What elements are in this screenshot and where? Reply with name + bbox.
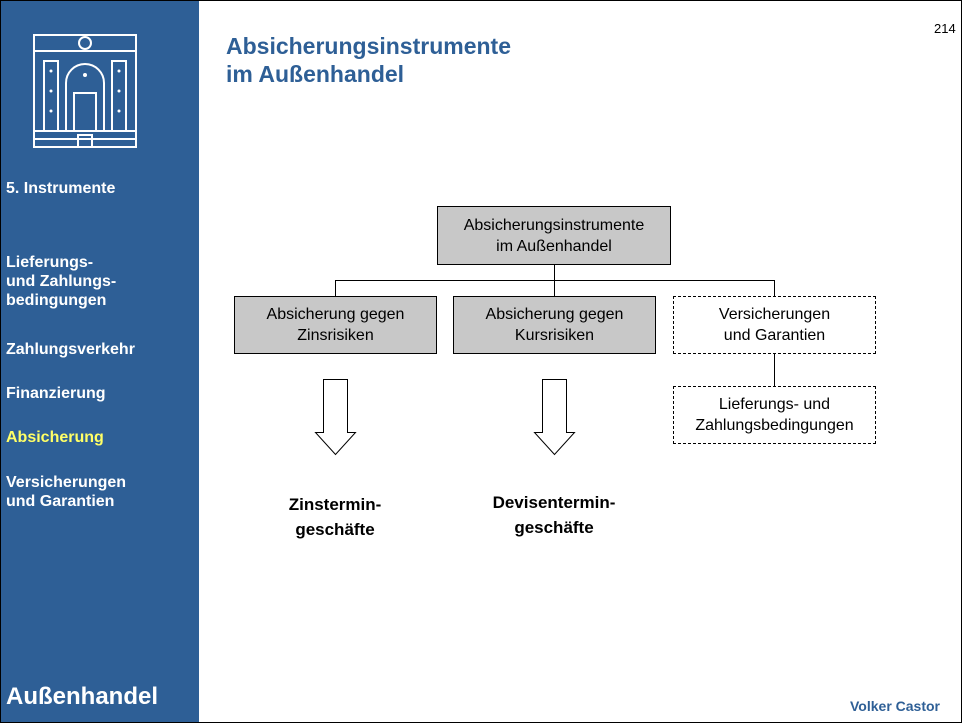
brand-label: Außenhandel [6, 683, 159, 710]
nav-item-instrumente[interactable]: 5. Instrumente [6, 180, 116, 197]
versicherungen-box: Versicherungen und Garantien [673, 296, 876, 354]
lieferungsbedingungen-box: Lieferungs- und Zahlungsbedingungen [673, 386, 876, 444]
nav-item-lieferungs-und-zahlungsbedingungen[interactable]: Lieferungs- und Zahlungs- bedingungen [6, 254, 117, 309]
page-number: 214 [934, 21, 956, 36]
arrow-down-devisen [533, 379, 576, 456]
arrow-down-zins [314, 379, 357, 456]
page-title: Absicherungsinstrumente im Außenhandel [226, 33, 511, 87]
building-facade-icon [33, 34, 137, 148]
diagram-root-box: Absicherungsinstrumente im Außenhandel [437, 206, 671, 265]
author-label: Volker Castor [850, 698, 940, 714]
nav-item-finanzierung[interactable]: Finanzierung [6, 385, 106, 402]
kursrisiken-box: Absicherung gegen Kursrisiken [453, 296, 656, 354]
sidebar: 5. Instrumente Lieferungs- und Zahlungs-… [1, 1, 199, 722]
nav-item-absicherung[interactable]: Absicherung [6, 429, 104, 446]
devisentermingeschaefte-label: Devisentermin- geschäfte [492, 493, 616, 537]
nav-item-zahlungsverkehr[interactable]: Zahlungsverkehr [6, 341, 135, 358]
nav-item-versicherungen-und-garantien[interactable]: Versicherungen und Garantien [6, 474, 127, 510]
zinsrisiken-box: Absicherung gegen Zinsrisiken [234, 296, 437, 354]
zinstermingeschaefte-label: Zinstermin- geschäfte [288, 495, 382, 539]
